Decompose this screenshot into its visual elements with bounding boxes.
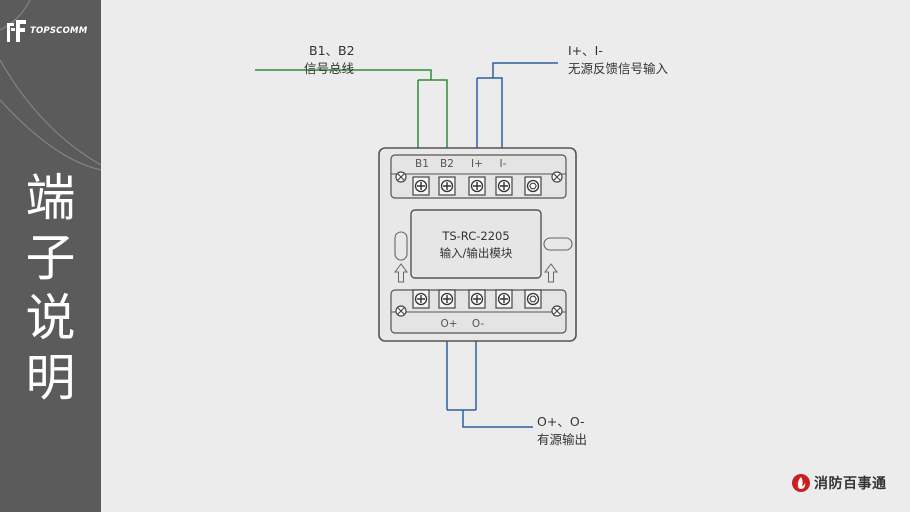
section-title-char: 说: [25, 289, 76, 347]
mounting-screw-icon: [395, 305, 407, 317]
logo-wordmark: TOPSCOMM: [30, 26, 88, 36]
brand-footer: 消防百事通: [791, 473, 887, 493]
terminal-screw-icon: [438, 176, 456, 196]
signal-bus-description: 信号总线: [304, 61, 355, 76]
section-title-char: 明: [25, 349, 76, 407]
sidebar-decorative-curves: [0, 0, 101, 171]
mounting-screw-icon: [395, 171, 407, 183]
ground-terminal-icon: [524, 289, 542, 309]
feedback-input-wires: [476, 62, 558, 148]
section-title-char: 子: [25, 229, 76, 287]
mounting-screw-icon: [551, 305, 563, 317]
output-description: 有源输出: [537, 432, 588, 447]
mounting-screw-icon: [551, 171, 563, 183]
terminal-label-i-plus: I+: [471, 158, 483, 170]
wiring-diagram: [255, 62, 577, 428]
top-terminal-screws: [412, 176, 542, 196]
main-content: B1、B2 信号总线 I+、I- 无源反馈信号输入 O+、O- 有源输出 B1 …: [101, 0, 910, 512]
sidebar: TOPSCOMM 端 子 说 明: [0, 0, 101, 512]
topscomm-logo-icon: [7, 20, 26, 42]
terminal-screw-icon: [468, 176, 486, 196]
output-wires: [446, 340, 533, 428]
section-title: 端 子 说 明: [0, 168, 101, 408]
feedback-input-terminals-label: I+、I-: [568, 43, 603, 58]
ground-terminal-icon: [524, 176, 542, 196]
terminal-label-b2: B2: [440, 158, 454, 170]
company-logo: TOPSCOMM: [4, 18, 87, 44]
module-name: 输入/输出模块: [439, 246, 513, 260]
terminal-label-i-minus: I-: [499, 158, 507, 170]
module-model-number: TS-RC-2205: [442, 229, 510, 243]
bottom-terminal-screws: [412, 289, 542, 309]
terminal-label-o-plus: O+: [440, 318, 458, 330]
brand-logo-icon: [792, 474, 810, 492]
terminal-screw-icon: [412, 289, 430, 309]
brand-name: 消防百事通: [814, 476, 887, 492]
feedback-input-description: 无源反馈信号输入: [568, 61, 669, 76]
terminal-screw-icon: [412, 176, 430, 196]
terminal-label-o-minus: O-: [471, 318, 485, 330]
terminal-screw-icon: [468, 289, 486, 309]
signal-bus-wires: [255, 69, 448, 148]
terminal-label-b1: B1: [415, 158, 429, 170]
section-title-char: 端: [25, 169, 76, 227]
terminal-screw-icon: [495, 176, 513, 196]
output-terminals-label: O+、O-: [537, 414, 585, 429]
terminal-screw-icon: [438, 289, 456, 309]
terminal-screw-icon: [495, 289, 513, 309]
signal-bus-terminals-label: B1、B2: [309, 43, 355, 58]
